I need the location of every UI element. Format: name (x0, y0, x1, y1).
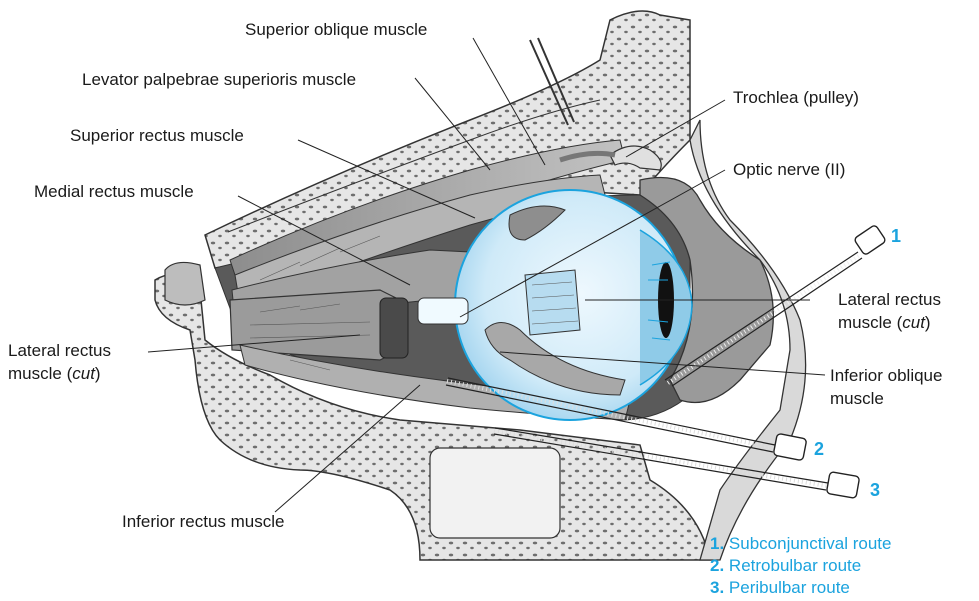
label-levator-palpebrae-superioris-muscle: Levator palpebrae superioris muscle (82, 70, 356, 90)
label-lateral-rectus-left-line1: Lateral rectus (8, 341, 111, 361)
legend-item: 2. Retrobulbar route (710, 556, 861, 576)
label-lateral-rectus-right-line2: muscle (cut) (838, 313, 931, 333)
label-trochlea: Trochlea (pulley) (733, 88, 859, 108)
label-inferior-rectus-muscle: Inferior rectus muscle (122, 512, 285, 532)
needle-number-3: 3 (870, 480, 880, 500)
label-superior-rectus-muscle: Superior rectus muscle (70, 126, 244, 146)
label-inferior-oblique-line2: muscle (830, 389, 884, 409)
legend-item: 3. Peribulbar route (710, 578, 850, 598)
label-superior-oblique-muscle: Superior oblique muscle (245, 20, 427, 40)
label-lateral-rectus-right-line1: Lateral rectus (838, 290, 941, 310)
label-optic-nerve: Optic nerve (II) (733, 160, 845, 180)
label-lateral-rectus-left-line2: muscle (cut) (8, 364, 101, 384)
label-inferior-oblique-line1: Inferior oblique (830, 366, 942, 386)
needle-number-1: 1 (891, 226, 901, 246)
label-medial-rectus-muscle: Medial rectus muscle (34, 182, 194, 202)
needle-number-2: 2 (814, 439, 824, 459)
legend-item: 1. Subconjunctival route (710, 534, 891, 554)
